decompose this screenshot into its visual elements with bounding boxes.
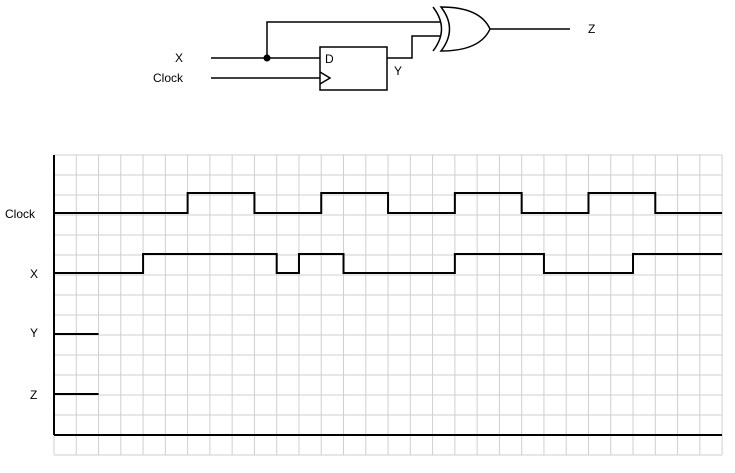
x-waveform (54, 253, 723, 274)
circuit-schematic: X Clock D Y Z (153, 6, 595, 91)
output-z-label: Z (588, 22, 595, 36)
xor-extra-curve (432, 6, 443, 52)
y-to-xor-wire (387, 35, 440, 59)
signal-label-z: Z (30, 388, 37, 402)
input-x-label: X (175, 51, 183, 65)
clock-triangle-icon (319, 71, 332, 85)
signal-label-y: Y (30, 326, 38, 340)
dff-d-label: D (325, 52, 334, 66)
dff-q-label: Y (394, 64, 402, 78)
timing-grid (53, 154, 723, 456)
clock-waveform (54, 192, 723, 214)
x-to-xor-wire (266, 21, 440, 58)
signal-label-clock: Clock (5, 207, 36, 221)
xor-gate (439, 6, 491, 52)
input-clock-label: Clock (153, 71, 184, 85)
d-flip-flop (319, 46, 388, 91)
signal-label-x: X (30, 267, 38, 281)
